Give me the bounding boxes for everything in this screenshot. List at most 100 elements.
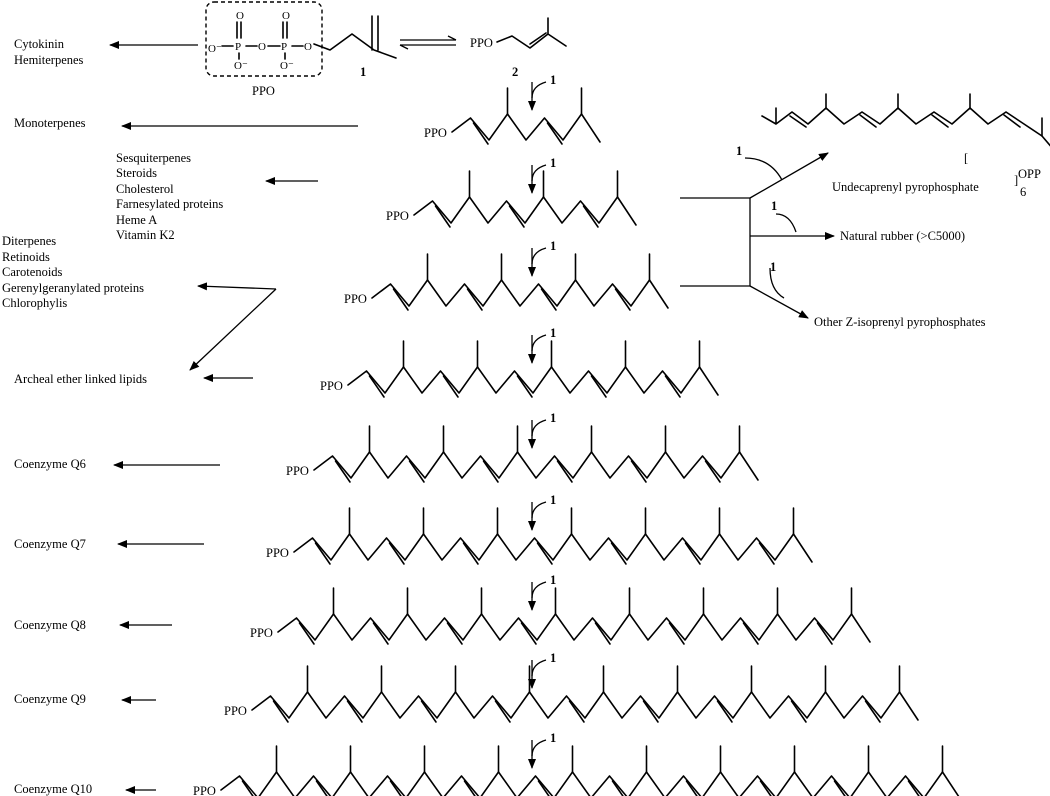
diterpenes-label: Diterpenes Retinoids Carotenoids Gerenyl… [2,234,144,310]
compound-1-number: 1 [360,65,366,79]
ppo-group: PPO [344,292,367,306]
ipp-number: 1 [550,731,556,745]
bridge-oxygen-atom: O [258,41,266,53]
ppo-group: PPO [193,784,216,796]
prenyl-chain-c50: PPO [193,745,960,796]
ipp-structure: O⁻ P O O⁻ O P O O⁻ O PPO 1 [205,1,397,98]
double-bond [907,780,920,796]
double-bond [420,700,437,723]
double-bond [434,205,451,228]
product-line: Vitamin K2 [116,228,175,242]
dmapp-ppo-group: PPO [470,36,493,50]
product-line: Diterpenes [2,234,56,248]
chain-backbone [413,196,637,226]
prenyl-chain-c20: PPO [344,253,669,311]
prenyl-chain-c35: PPO [266,507,813,565]
product-line: Cholesterol [116,182,174,196]
phosphorus-atom: P [235,41,241,53]
double-bond [590,375,607,398]
ipp-number: 1 [550,493,556,507]
prenyl-chain-c15: PPO [386,170,637,228]
ipp-number: 1 [550,239,556,253]
curved-arrow [531,501,547,519]
double-bond [334,460,351,483]
double-bond [611,780,624,796]
double-bond [482,460,499,483]
coenzyme-q6-label: Coenzyme Q6 [14,457,86,471]
coenzyme-q10-label: Coenzyme Q10 [14,782,92,796]
ipp-addition-arrow: 1 [528,411,556,449]
double-bond [759,780,772,796]
double-bond [446,622,463,645]
ipp-addition-arrow: 1 [528,239,556,277]
double-bond [272,700,289,723]
double-bond [716,700,733,723]
double-bond [516,375,533,398]
ppo-dashed-box [205,1,323,77]
double-bond [642,700,659,723]
ipp-addition-arrow: 1 [528,573,556,611]
double-bond [494,700,511,723]
product-line: Farnesylated proteins [116,197,223,211]
double-bond [664,375,681,398]
z-isoprenyl-branch: 1 1 1 Undecaprenyl pyrophosphate Natural… [680,144,986,329]
ppo-group: PPO [286,464,309,478]
oxide-atom: O⁻ [234,60,248,72]
ester-oxygen-atom: O [304,41,312,53]
double-bond [536,542,553,565]
dmapp-structure: PPO 2 [470,17,567,79]
coenzyme-q9-label: Coenzyme Q9 [14,692,86,706]
product-line: Hemiterpenes [14,53,84,67]
double-bond [864,700,881,723]
double-bond [685,780,698,796]
product-line: Chlorophylis [2,296,67,310]
product-line: Retinoids [2,250,50,264]
chain-backbone [251,691,919,721]
curved-arrow [531,81,547,99]
oxygen-atom: O [236,10,244,22]
other-z-isoprenyl-label: Other Z-isoprenyl pyrophosphates [814,315,986,329]
double-bond [546,122,563,145]
double-bond [463,780,476,796]
ppo-group: PPO [424,126,447,140]
curved-arrow [531,739,547,757]
curved-arrow [531,164,547,182]
ipp-addition-arrow: 1 [528,73,556,111]
double-bond [833,780,846,796]
ipp-number: 1 [550,411,556,425]
double-bond [556,460,573,483]
double-bond [630,460,647,483]
ppo-group: PPO [250,626,273,640]
double-bond [614,288,631,311]
double-bond [508,205,525,228]
double-bond [346,700,363,723]
double-bond [408,460,425,483]
double-bond [315,780,328,796]
double-bond [388,542,405,565]
product-line: Sesquiterpenes [116,151,191,165]
undecaprenyl-label: Undecaprenyl pyrophosphate [832,180,979,194]
product-labels: Cytokinin Hemiterpenes Monoterpenes Sesq… [2,37,223,796]
curved-arrow [531,659,547,677]
double-bond [742,622,759,645]
double-bond [758,542,775,565]
ppo-group: PPO [320,379,343,393]
repeat-bracket-open: [ [964,151,968,165]
double-bond [610,542,627,565]
ipp-addition-arrow: 1 [528,326,556,364]
prenyl-chain-c10: PPO [424,87,601,145]
ipp-number: 1 [771,199,777,213]
double-bond [668,622,685,645]
product-line: Heme A [116,213,157,227]
double-bond [568,700,585,723]
monoterpenes-label: Monoterpenes [14,116,86,130]
product-arrows [109,41,358,794]
prenyl-chain-c25: PPO [320,340,719,398]
curved-arrow [531,334,547,352]
chain-backbone [347,366,719,396]
double-bond [537,780,550,796]
coenzyme-q8-label: Coenzyme Q8 [14,618,86,632]
oxide-atom: O⁻ [208,43,222,55]
